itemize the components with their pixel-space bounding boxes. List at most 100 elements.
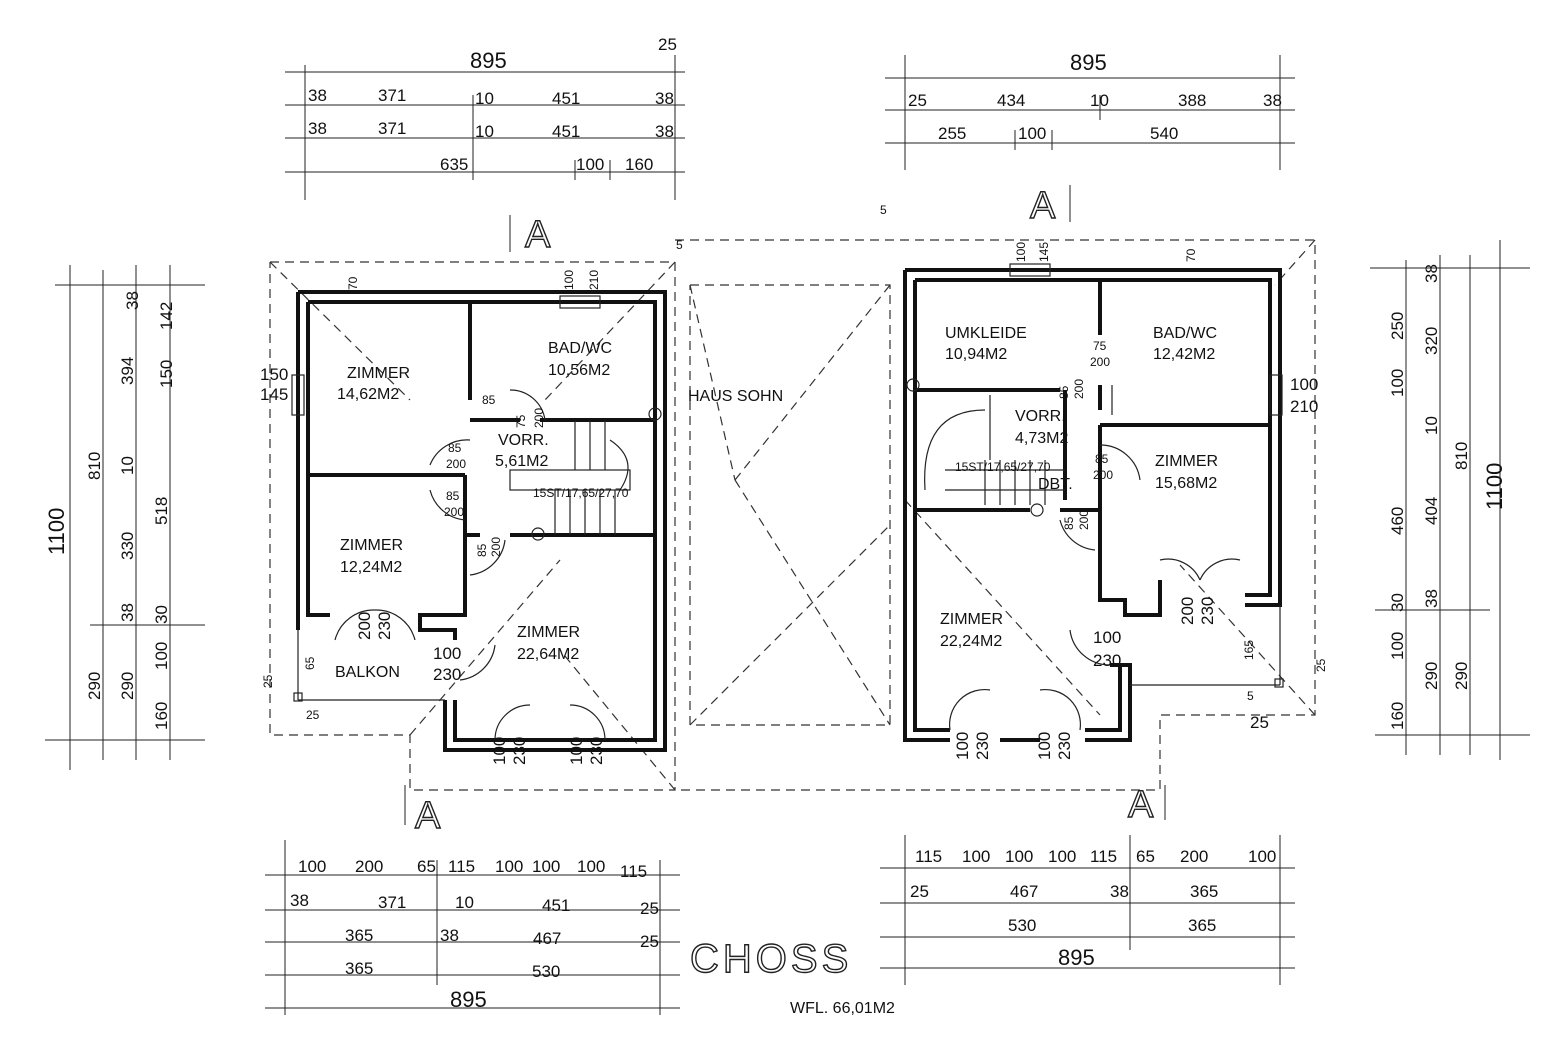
dim-value: 388 — [1178, 91, 1206, 110]
opening-dim: 85 — [1095, 452, 1109, 466]
opening-dim: 230 — [587, 737, 606, 765]
opening-dim: 230 — [375, 612, 394, 640]
opening-dim: 25 — [1250, 713, 1269, 732]
stair-note: DBT. — [1038, 476, 1073, 493]
opening-dim: 100 — [953, 732, 972, 760]
section-marker: A — [1030, 185, 1056, 227]
left-floor-plan — [269, 261, 676, 791]
section-marker: A — [1128, 784, 1154, 826]
dim-value: 518 — [152, 497, 171, 525]
opening-dim: 25 — [1314, 658, 1328, 672]
dim-value: 115 — [448, 857, 475, 876]
dim-value: 290 — [1422, 662, 1441, 690]
dim-value: 100 — [576, 155, 604, 174]
opening-dim: 200 — [1093, 468, 1113, 482]
dim-value: 38 — [290, 891, 309, 910]
section-marker: A — [525, 214, 551, 256]
dim-value: 365 — [345, 959, 373, 978]
right-vertical-dimensions: 1100 810 290 38 320 10 404 38 290 250 10… — [1388, 264, 1507, 730]
dim-value: 38 — [123, 291, 142, 310]
dim-value: 394 — [118, 357, 137, 385]
opening-dim: 100 — [1014, 242, 1028, 262]
room-area: 22,24M2 — [940, 633, 1002, 650]
dim-value: 290 — [1452, 662, 1471, 690]
dim-value: 25 — [910, 882, 929, 901]
dim-value: 115 — [1090, 847, 1117, 866]
dim-value: 100 — [152, 642, 171, 670]
room-name: BAD/WC — [1153, 325, 1217, 342]
dim-value: 65 — [1136, 847, 1155, 866]
dim-value: 30 — [152, 605, 171, 624]
room-name: BALKON — [335, 664, 400, 681]
opening-dim: 230 — [510, 737, 529, 765]
opening-dim: 85 — [475, 543, 489, 557]
dim-value: 371 — [378, 893, 406, 912]
dim-value: 290 — [85, 672, 104, 700]
opening-dim: 5 — [880, 203, 887, 217]
left-vertical-dimensions: 1100 810 290 394 10 330 38 290 38 142 15… — [44, 291, 176, 730]
dim-value: 38 — [1263, 91, 1282, 110]
dim-value: 467 — [1010, 882, 1038, 901]
dim-value: 142 — [157, 302, 176, 330]
room-name: ZIMMER — [347, 365, 410, 382]
opening-dim: 145 — [1037, 242, 1051, 262]
left-bottom-dimensions: 100 200 65 115 100 100 100 115 38 371 10… — [290, 857, 659, 1012]
opening-dim: 165 — [1242, 640, 1256, 660]
dim-value: 404 — [1422, 497, 1441, 525]
room-name: VORR. — [498, 432, 549, 449]
dim-value: 38 — [655, 89, 674, 108]
dim-value: 10 — [475, 89, 494, 108]
right-bottom-dimensions: 115 100 100 100 115 65 200 100 25 467 38… — [910, 847, 1276, 970]
opening-dim: 100 — [1093, 628, 1121, 647]
opening-dim: 75 — [1093, 339, 1107, 353]
dim-value: 365 — [1188, 916, 1216, 935]
dim-value: 10 — [455, 893, 474, 912]
dim-value: 895 — [1070, 50, 1107, 75]
room-name: BAD/WC — [548, 340, 612, 357]
room-area: 10,94M2 — [945, 346, 1007, 363]
house-label: HAUS SOHN — [688, 388, 783, 405]
dim-value: 330 — [118, 532, 137, 560]
dim-value: 38 — [1422, 264, 1441, 283]
opening-dim: 100 — [567, 737, 586, 765]
room-name: ZIMMER — [1155, 453, 1218, 470]
room-name: UMKLEIDE — [945, 325, 1027, 342]
dim-value: 160 — [625, 155, 653, 174]
opening-dim: 85 — [482, 393, 496, 407]
opening-dim: 85 — [448, 441, 462, 455]
opening-dim: 200 — [1072, 379, 1086, 399]
dim-value: 365 — [345, 926, 373, 945]
dim-value: 100 — [962, 847, 990, 866]
opening-dim: 85 — [1062, 516, 1076, 530]
right-opening-labels: 5 100 145 70 75 200 85 200 100 210 85 20… — [880, 203, 1328, 760]
dim-value: 434 — [997, 91, 1025, 110]
dim-value: 115 — [620, 862, 647, 881]
dim-value: 25 — [908, 91, 927, 110]
dim-value: 100 — [495, 857, 523, 876]
left-opening-labels: 70 100 210 150 145 85 75 200 85 200 85 2… — [260, 238, 683, 765]
dim-value: 160 — [1388, 702, 1407, 730]
dim-value: 100 — [532, 857, 560, 876]
dim-value: 10 — [1090, 91, 1109, 110]
right-staircase — [924, 395, 1065, 505]
dim-value: 38 — [308, 86, 327, 105]
room-area: 10,56M2 — [548, 362, 610, 379]
dim-value: 365 — [1190, 882, 1218, 901]
dim-value: 38 — [1110, 882, 1129, 901]
haus-sohn-roof — [675, 239, 1316, 791]
dim-value: 635 — [440, 155, 468, 174]
dim-value: 38 — [1422, 589, 1441, 608]
dim-value: 38 — [308, 119, 327, 138]
opening-dim: 200 — [532, 408, 546, 428]
dim-value: 38 — [440, 926, 459, 945]
opening-dim: 25 — [261, 674, 275, 688]
dim-value: 10 — [118, 456, 137, 475]
opening-dim: 5 — [1247, 689, 1254, 703]
right-floor-plan — [903, 239, 1316, 742]
opening-dim: 75 — [514, 414, 528, 428]
right-top-dimensions: 895 25 434 10 388 38 255 100 540 — [908, 50, 1282, 143]
dim-value: 200 — [1180, 847, 1208, 866]
dim-value: 100 — [1018, 124, 1046, 143]
room-area: 5,61M2 — [495, 453, 548, 470]
